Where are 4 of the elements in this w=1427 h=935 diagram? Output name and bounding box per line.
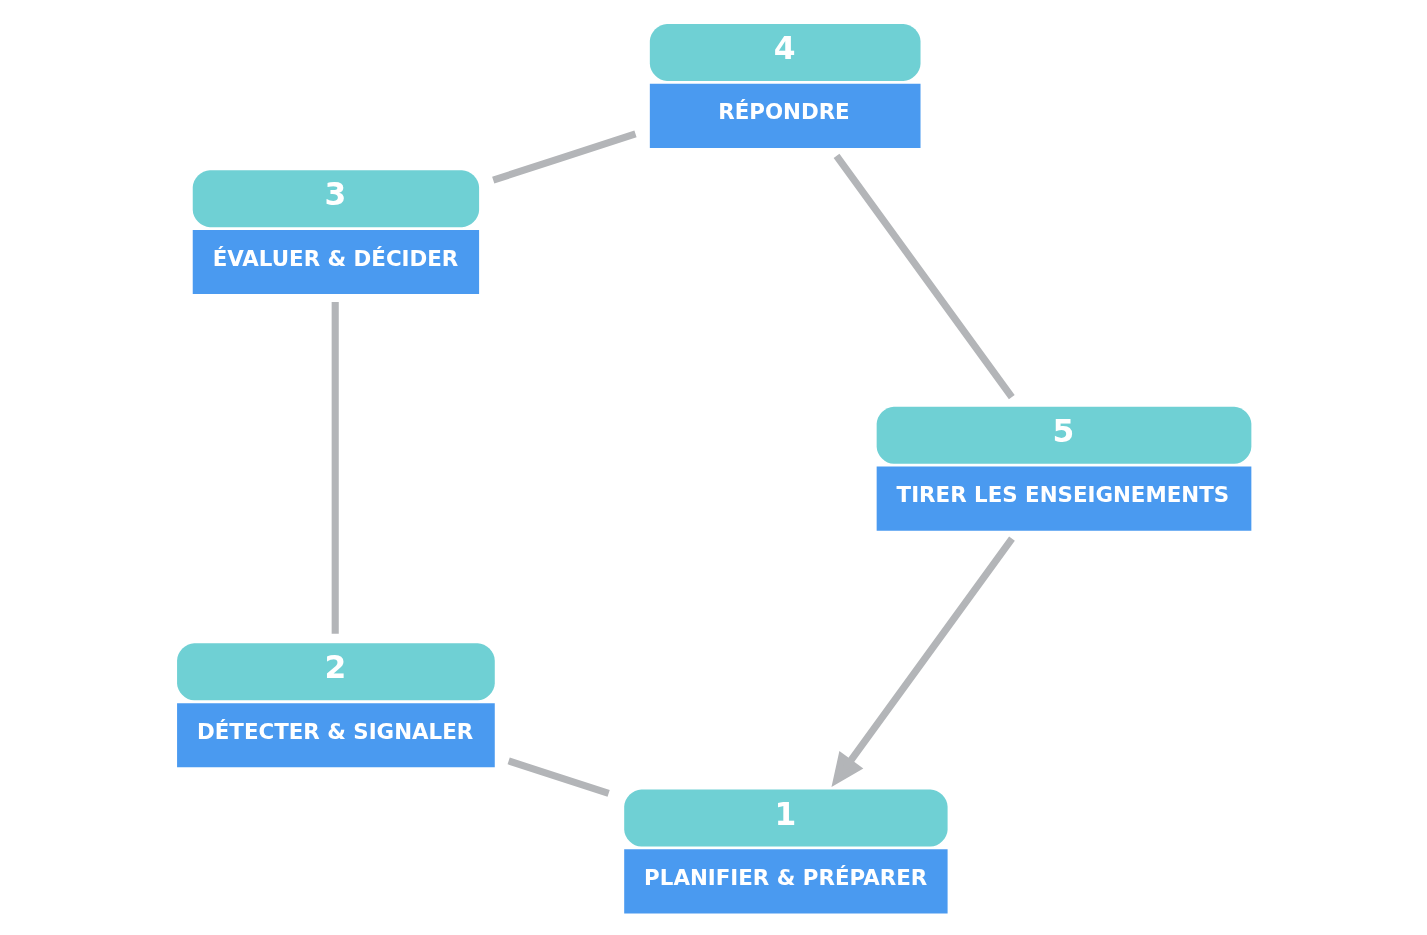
arrow (831, 536, 1015, 787)
connector (833, 153, 1015, 399)
connector (492, 129, 637, 183)
connector (507, 757, 610, 797)
